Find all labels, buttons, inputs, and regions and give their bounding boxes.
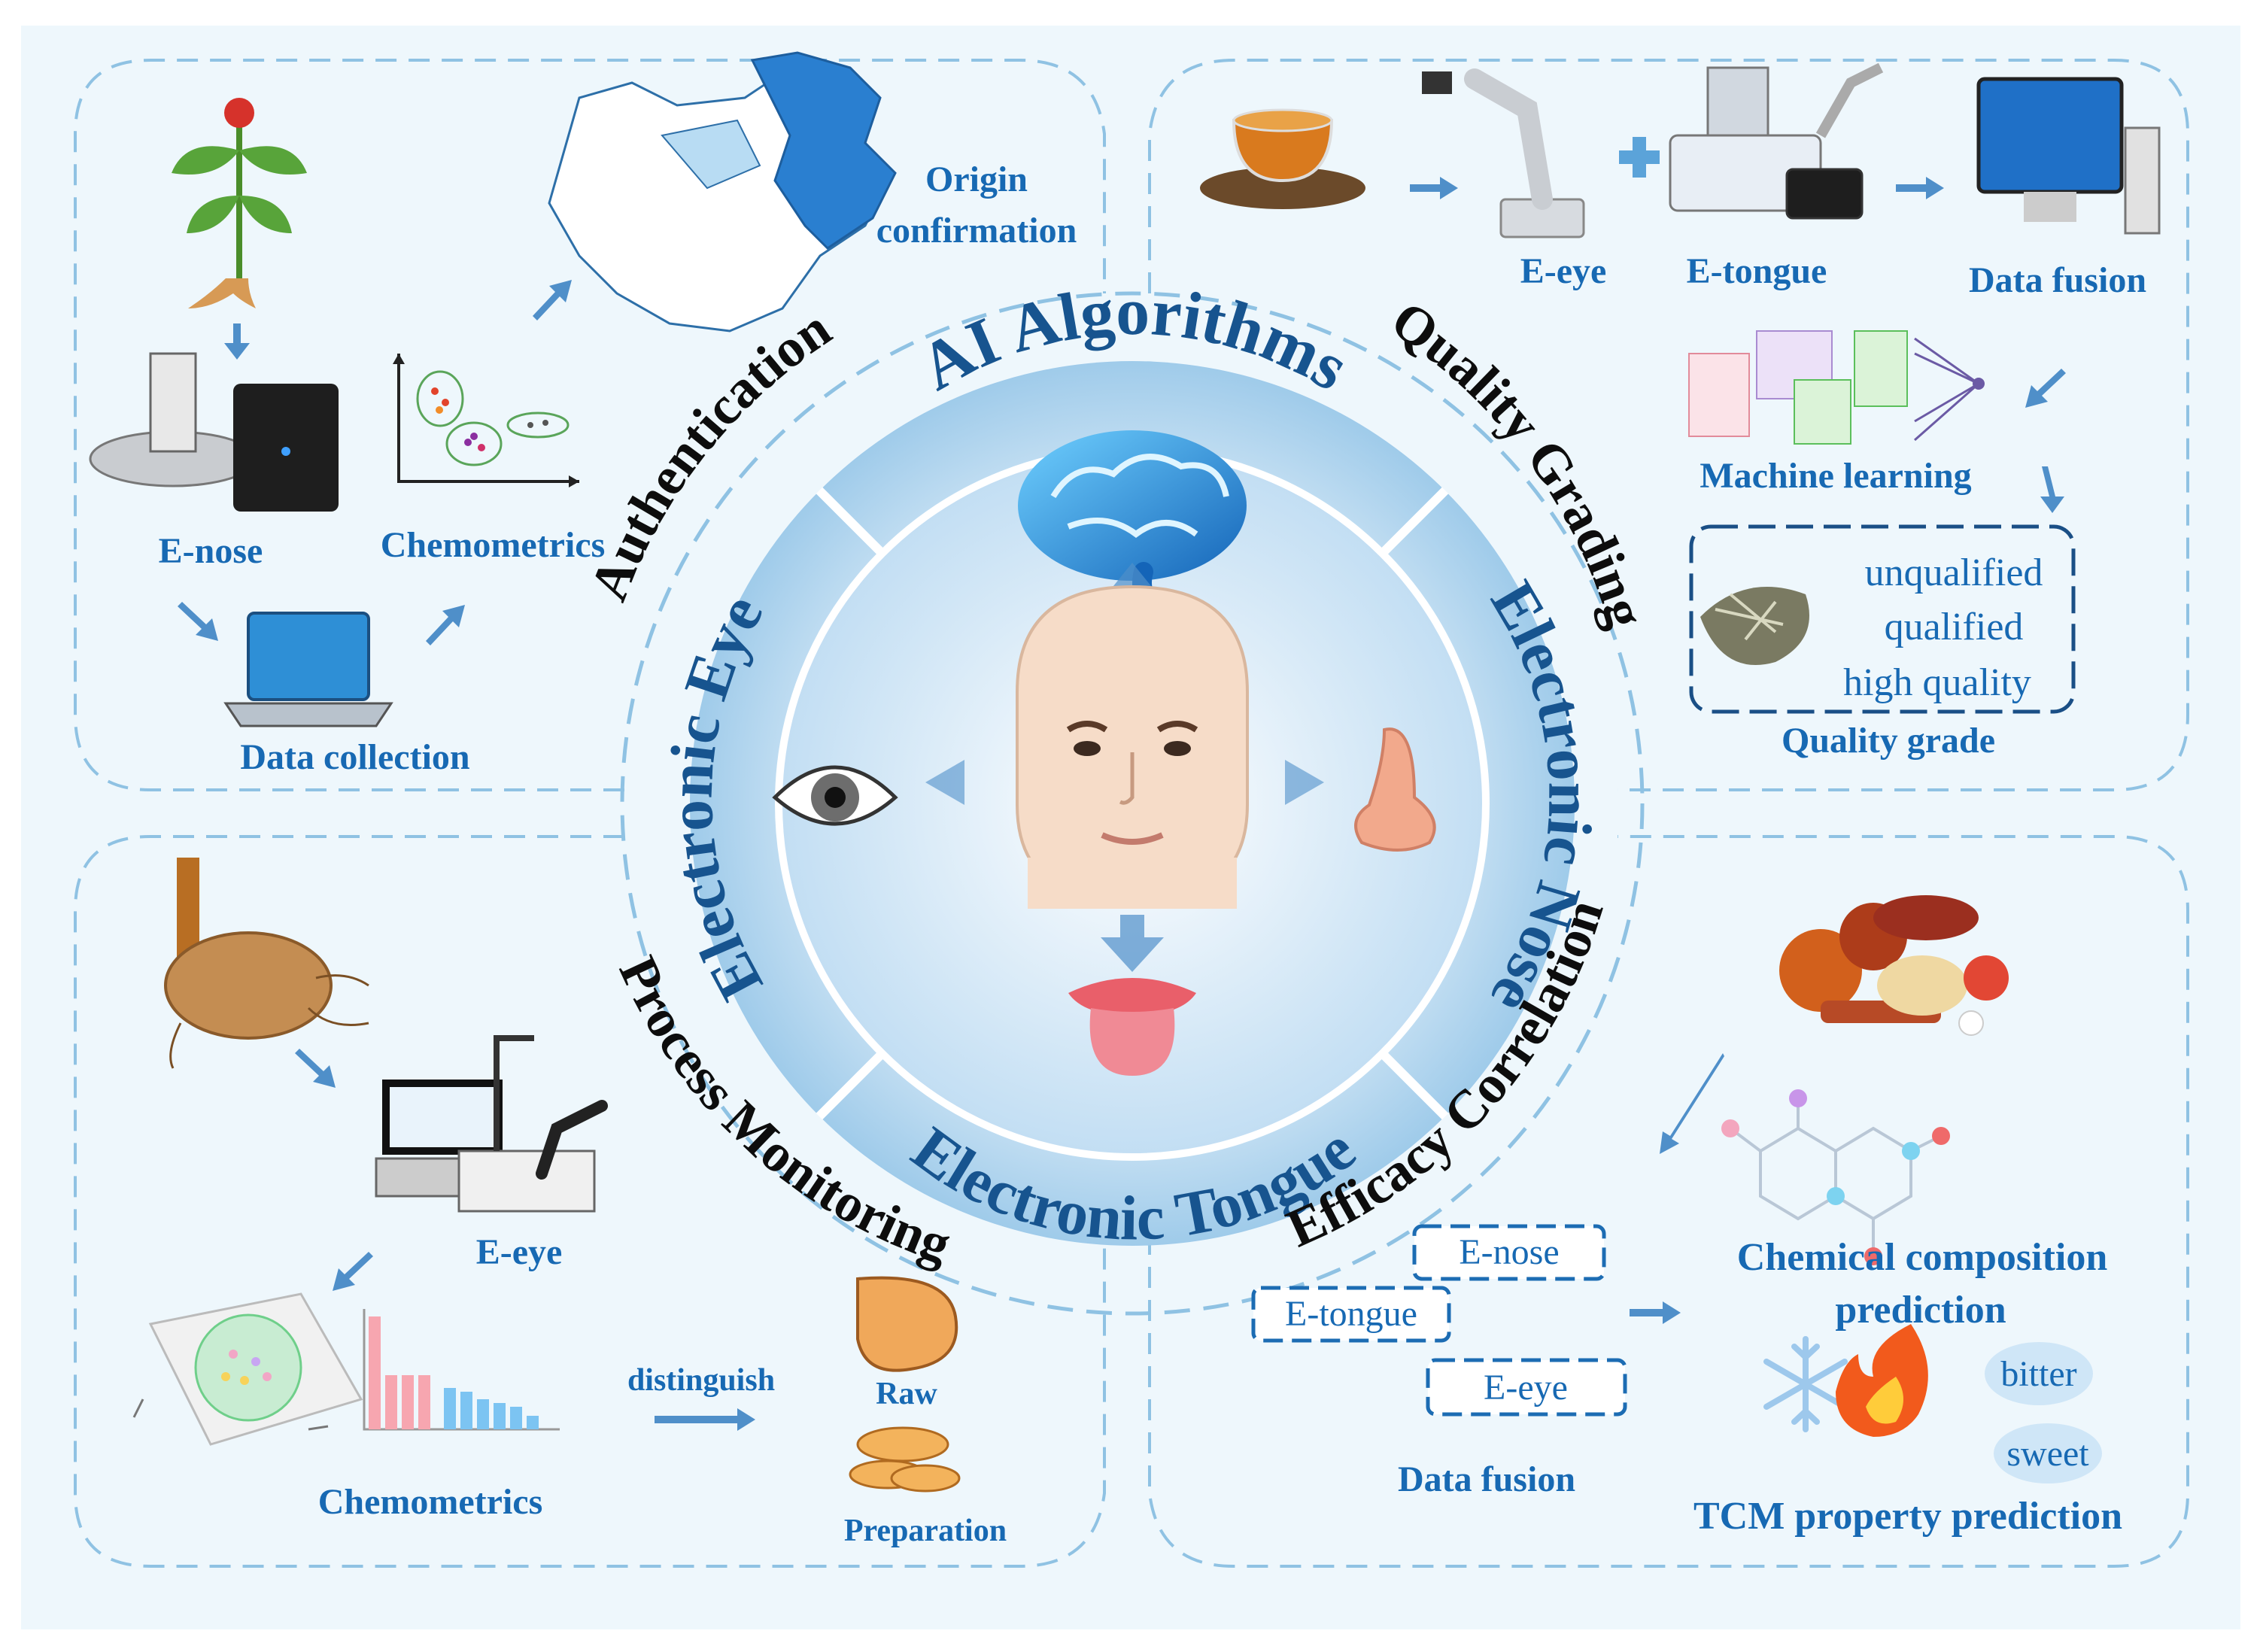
arrow-icon (295, 1049, 336, 1088)
label-tcm-property: TCM property prediction (1693, 1495, 2122, 1538)
grade-high-quality: high quality (1843, 661, 2031, 704)
etongue-device-icon (1669, 62, 1884, 220)
pca-3d-icon (132, 1292, 363, 1446)
arrow-right-icon (1285, 760, 1324, 805)
bar-chart-icon (363, 1309, 560, 1431)
bitter-badge: bitter (1985, 1342, 2093, 1405)
eye-icon (772, 765, 898, 826)
frame-authentication (74, 59, 1106, 791)
arrow-icon (1660, 1053, 1724, 1154)
label-chemical-line1: Chemical composition (1737, 1236, 2108, 1279)
eeye-device-icon (375, 1035, 608, 1213)
grade-unqualified: unqualified (1865, 551, 2043, 594)
prepared-slices-icon (849, 1426, 961, 1493)
fire-icon (1836, 1324, 1928, 1437)
computer-icon (1976, 77, 2161, 235)
scatter-plot-icon (393, 354, 579, 487)
grade-qualified: qualified (1885, 606, 2024, 648)
molecule-icon (1721, 1089, 1950, 1265)
label-etongue: E-tongue (1687, 251, 1827, 291)
nose-icon (1354, 727, 1436, 852)
raw-herb-icon (856, 1276, 958, 1372)
label-raw: Raw (876, 1377, 937, 1411)
robot-arm-icon (1422, 68, 1585, 238)
label-process-chemometrics: Chemometrics (318, 1482, 543, 1522)
label-bitter: bitter (2000, 1354, 2076, 1394)
arrow-right-icon (655, 1408, 755, 1431)
label-efficacy-enose: E-nose (1459, 1232, 1559, 1272)
human-face-icon (1016, 585, 1249, 909)
quality-grade-box (1689, 524, 2076, 714)
sweet-badge: sweet (1994, 1423, 2102, 1483)
label-quality-grade: Quality grade (1782, 721, 1995, 761)
outer-ring-border (620, 291, 1645, 1316)
label-efficacy-etongue: E-tongue (1285, 1294, 1417, 1334)
neural-network-icon (1688, 330, 1985, 445)
arrow-icon (333, 1252, 373, 1291)
arrow-icon (426, 605, 465, 645)
frame-efficacy-correlation (1148, 835, 2189, 1568)
plus-icon (1619, 137, 1660, 178)
tongue-icon (1068, 978, 1196, 1076)
eeye-dashed-box: E-eye (1426, 1358, 1627, 1417)
arrow-right-icon (1896, 177, 1944, 199)
label-sweet: sweet (2006, 1434, 2089, 1474)
label-origin-line1: Origin (925, 159, 1028, 199)
arrow-down-icon (224, 323, 250, 360)
arrow-down-icon (2040, 466, 2064, 513)
tea-leaves-icon (1700, 587, 1809, 665)
tea-cup-icon (1200, 108, 1365, 209)
label-efficacy-eeye: E-eye (1484, 1368, 1568, 1408)
arrow-icon (533, 280, 572, 320)
label-preparation: Preparation (844, 1514, 1007, 1548)
label-eeye: E-eye (1520, 251, 1607, 291)
laptop-icon (223, 612, 393, 727)
label-distinguish: distinguish (627, 1363, 775, 1398)
snowflake-icon (1763, 1336, 1848, 1432)
etongue-dashed-box: E-tongue (1251, 1286, 1451, 1343)
label-process-eeye: E-eye (476, 1232, 563, 1272)
arrow-right-icon (1630, 1301, 1681, 1324)
arrow-right-icon (1410, 177, 1458, 199)
label-chemical-line2: prediction (1835, 1289, 2006, 1332)
label-origin-line2: confirmation (876, 211, 1077, 251)
frame-quality-grading (1148, 59, 2189, 791)
label-efficacy-data-fusion: Data fusion (1398, 1459, 1575, 1499)
label-chemometrics: Chemometrics (381, 525, 606, 565)
arrow-icon (2025, 369, 2066, 408)
label-data-fusion: Data fusion (1969, 260, 2146, 300)
label-machine-learning: Machine learning (1700, 456, 1971, 496)
frame-process-monitoring (74, 835, 1106, 1568)
ginseng-plant-icon (172, 98, 307, 308)
label-data-collection: Data collection (240, 737, 469, 777)
arrow-left-icon (925, 760, 964, 805)
herbal-medicines-icon (1779, 895, 2009, 1036)
arrow-down-icon (1101, 915, 1164, 972)
enose-device-icon (89, 352, 339, 512)
root-herb-icon (164, 858, 369, 1069)
ring-dividers (816, 487, 1449, 1120)
china-map-icon (548, 51, 897, 333)
label-enose: E-nose (159, 531, 263, 571)
arrow-icon (178, 602, 218, 641)
enose-dashed-box: E-nose (1412, 1224, 1606, 1281)
